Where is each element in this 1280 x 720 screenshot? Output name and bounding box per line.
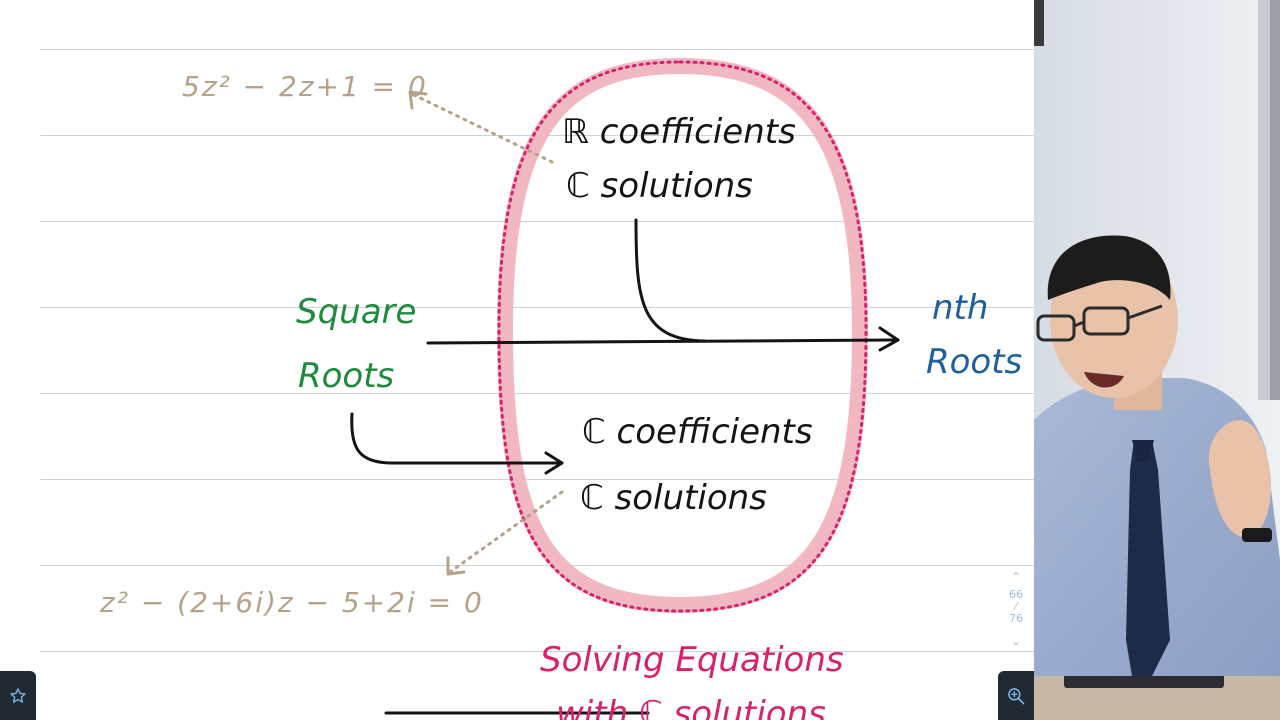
curve-to-arrow [636, 220, 705, 341]
chevron-down-icon[interactable]: ⌄ [1011, 634, 1021, 648]
bottom-equation: z² − (2+6i)z − 5+2i = 0 [100, 586, 484, 619]
tan-pointer-top [412, 94, 552, 162]
presenter-video-image [1034, 0, 1280, 720]
page-indicator[interactable]: ⌃ 66 ⁄ 76 ⌄ [1004, 570, 1028, 660]
nth-roots-line1: nth [932, 288, 988, 328]
section-heading: Solving Equations [540, 640, 844, 680]
square-roots-line1: Square [296, 292, 416, 332]
complex-coefficients-label: ℂ coefficients [582, 412, 813, 452]
zoom-in-icon [1006, 686, 1026, 706]
chevron-up-icon[interactable]: ⌃ [1011, 570, 1021, 584]
real-coefficients-label: ℝ coefficients [562, 112, 796, 152]
page-separator: ⁄ [1015, 602, 1017, 612]
total-page-count: 76 [1009, 612, 1023, 626]
complex-solutions-top-label: ℂ solutions [566, 166, 753, 206]
favorite-button[interactable] [0, 671, 36, 720]
notes-page[interactable]: 5z² − 2z+1 = 0 ℝ coefficients ℂ solution… [0, 0, 1034, 720]
star-icon [9, 687, 27, 705]
square-roots-line2: Roots [298, 356, 394, 396]
complex-solutions-bottom-label: ℂ solutions [580, 478, 767, 518]
webcam-feed [1034, 0, 1280, 720]
top-equation: 5z² − 2z+1 = 0 [182, 70, 428, 103]
nth-roots-line2: Roots [926, 342, 1022, 382]
zoom-button[interactable] [998, 671, 1034, 720]
section-heading-cutoff: with ℂ solutions [556, 694, 826, 720]
square-roots-arrow [352, 414, 562, 463]
